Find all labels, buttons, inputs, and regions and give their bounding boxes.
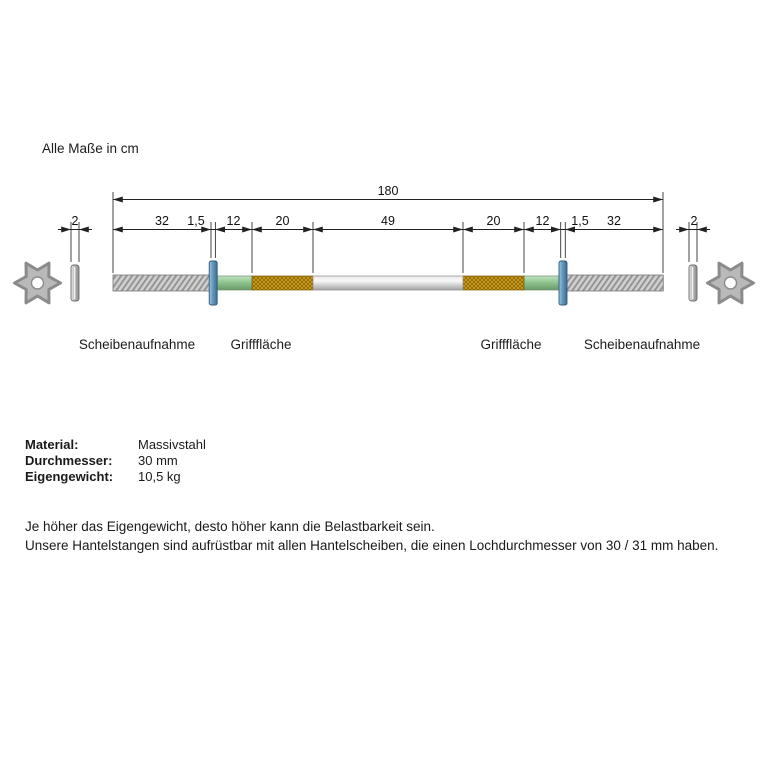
barbell-bar <box>112 260 664 306</box>
dim-20-left: 20 <box>276 214 290 228</box>
footer-line-1: Je höher das Eigengewicht, desto höher k… <box>25 519 435 534</box>
spinlock-star-left <box>13 261 62 305</box>
knurl-grip-right <box>462 275 525 291</box>
knurl-grip-left <box>251 275 314 291</box>
collar-left <box>208 260 218 306</box>
extension-lines-collars <box>210 222 566 258</box>
extension-lines-outer <box>112 192 664 273</box>
label-grip-left: Grifffläche <box>230 337 291 352</box>
thread-section-right <box>564 274 664 292</box>
dim-total-label: 180 <box>378 184 399 198</box>
label-sleeve-left: Scheibenaufnahme <box>79 337 195 352</box>
dim-2-left: 2 <box>72 214 79 228</box>
extension-lines-grips <box>251 222 525 273</box>
label-grip-right: Grifffläche <box>480 337 541 352</box>
spec-label-durchmesser: Durchmesser: <box>25 453 113 468</box>
spec-value-material: Massivstahl <box>138 437 206 452</box>
dim-1-5-left: 1,5 <box>187 214 204 228</box>
spec-row-material: Material: Massivstahl <box>25 437 206 453</box>
barbell-diagram: 180 2 32 1,5 12 20 49 20 12 1,5 32 2 <box>13 184 755 352</box>
spec-label-material: Material: <box>25 437 79 452</box>
label-sleeve-right: Scheibenaufnahme <box>584 337 700 352</box>
spec-value-durchmesser: 30 mm <box>138 453 178 468</box>
spec-row-eigengewicht: Eigengewicht: 10,5 kg <box>25 469 206 485</box>
green-marker-right <box>523 275 562 291</box>
dim-1-5-right: 1,5 <box>571 214 588 228</box>
specs-table: Material: Massivstahl Durchmesser: 30 mm E… <box>25 437 206 485</box>
dim-32-right: 32 <box>607 214 621 228</box>
spec-value-eigengewicht: 10,5 kg <box>138 469 181 484</box>
shaft-middle <box>312 275 464 291</box>
weight-disc-left <box>70 264 80 302</box>
thread-section-left <box>112 274 212 292</box>
dim-32-left: 32 <box>155 214 169 228</box>
weight-disc-right <box>688 264 698 302</box>
extension-lines-discs <box>70 222 698 262</box>
footer-text: Je höher das Eigengewicht, desto höher k… <box>25 517 718 555</box>
units-note: Alle Maße in cm <box>42 141 139 156</box>
dim-49: 49 <box>381 214 395 228</box>
dim-12-left: 12 <box>227 214 241 228</box>
collar-right <box>558 260 568 306</box>
dim-20-right: 20 <box>487 214 501 228</box>
footer-line-2: Unsere Hantelstangen sind aufrüstbar mit… <box>25 538 719 553</box>
spec-row-durchmesser: Durchmesser: 30 mm <box>25 453 206 469</box>
dim-12-right: 12 <box>536 214 550 228</box>
dim-2-right: 2 <box>691 214 698 228</box>
spinlock-star-right <box>706 261 755 305</box>
green-marker-left <box>215 275 253 291</box>
spec-label-eigengewicht: Eigengewicht: <box>25 469 114 484</box>
